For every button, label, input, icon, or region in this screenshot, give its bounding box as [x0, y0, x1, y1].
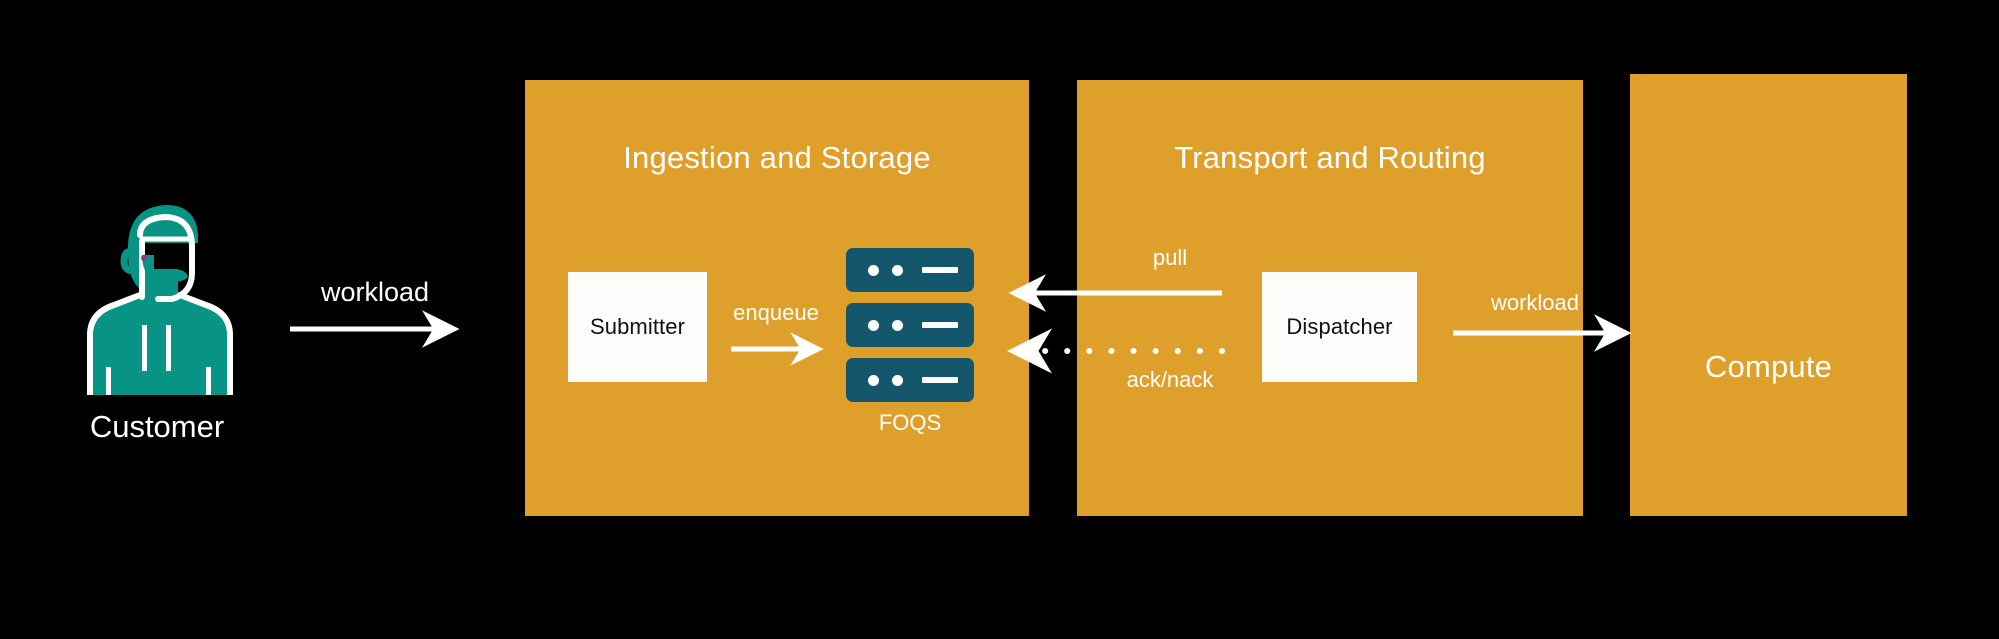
- node-dispatcher-label: Dispatcher: [1286, 314, 1393, 339]
- edge-label-workload-compute: workload: [1490, 290, 1580, 315]
- customer-caption: Customer: [89, 409, 225, 444]
- node-dispatcher[interactable]: Dispatcher: [1262, 272, 1417, 382]
- edge-label-workload-ingestion: workload: [320, 277, 430, 307]
- queue-led-icon: [868, 375, 879, 386]
- edge-label-enqueue: enqueue: [733, 300, 819, 325]
- queue-foqs[interactable]: FOQS: [846, 248, 974, 438]
- queue-led-icon: [892, 265, 903, 276]
- group-transport-and-routing: Transport and Routing: [1077, 80, 1583, 516]
- queue-unit-2: [846, 303, 974, 347]
- customer-avatar-icon: [87, 205, 233, 398]
- edge-label-pull: pull: [1152, 245, 1188, 270]
- group-title-ingestion: Ingestion and Storage: [623, 140, 931, 175]
- queue-unit-3: [846, 358, 974, 402]
- queue-bar-icon: [922, 377, 958, 383]
- group-title-transport: Transport and Routing: [1174, 140, 1486, 175]
- queue-bar-icon: [922, 322, 958, 328]
- queue-bar-icon: [922, 267, 958, 273]
- node-submitter-label: Submitter: [589, 314, 686, 339]
- group-compute: Compute: [1630, 74, 1907, 516]
- queue-led-icon: [892, 320, 903, 331]
- group-title-compute: Compute: [1704, 349, 1833, 384]
- queue-led-icon: [868, 265, 879, 276]
- customer-actor: Customer: [60, 195, 260, 455]
- queue-foqs-label: FOQS: [878, 410, 942, 435]
- queue-led-icon: [868, 320, 879, 331]
- node-submitter[interactable]: Submitter: [568, 272, 707, 382]
- edge-label-acknack: ack/nack: [1126, 367, 1214, 392]
- queue-unit-1: [846, 248, 974, 292]
- queue-led-icon: [892, 375, 903, 386]
